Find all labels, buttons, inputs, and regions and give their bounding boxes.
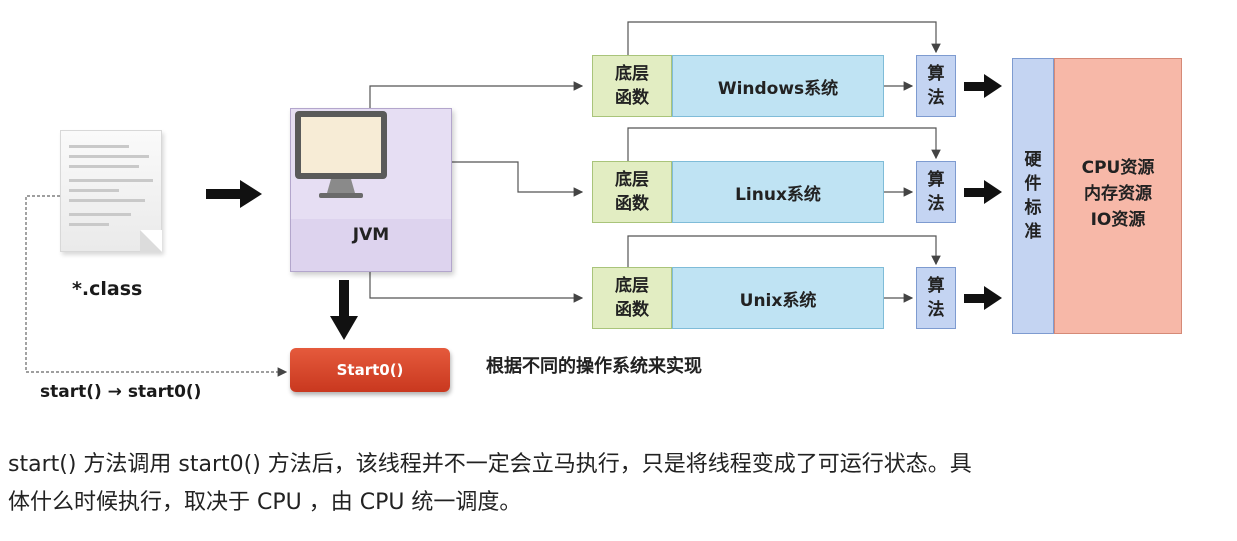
start-call-connector — [25, 195, 288, 377]
algorithm-label: 算 — [927, 170, 945, 190]
algorithm-label: 算 — [927, 276, 945, 296]
resource-item-memory: 内存资源 — [1084, 184, 1152, 204]
jvm-box: JVM — [290, 108, 452, 272]
os-box-windows: Windows系统 — [672, 55, 884, 117]
monitor-icon — [295, 111, 387, 198]
resources-box: CPU资源 内存资源 IO资源 — [1054, 58, 1182, 334]
class-file-label: *.class — [72, 278, 143, 300]
algo-to-hardware-arrow — [964, 180, 1002, 204]
resource-item-cpu: CPU资源 — [1081, 158, 1155, 178]
algorithm-label: 法 — [927, 88, 945, 108]
class-file-icon — [60, 130, 162, 252]
explanation-line-1: start() 方法调用 start0() 方法后，该线程并不一定会立马执行，只… — [8, 452, 972, 477]
hardware-standard-char: 标 — [1024, 198, 1042, 218]
algo-to-hardware-arrow — [964, 74, 1002, 98]
native-function-label: 底层 — [615, 276, 649, 296]
hardware-standard-char: 硬 — [1024, 150, 1042, 170]
os-box-unix: Unix系统 — [672, 267, 884, 329]
hardware-standard-char: 准 — [1024, 222, 1042, 242]
hardware-standard-box: 硬 件 标 准 — [1012, 58, 1054, 334]
native-function-label: 函数 — [615, 300, 649, 320]
hardware-standard-char: 件 — [1024, 174, 1042, 194]
jvm-to-linux-connector — [450, 161, 584, 197]
thread-start-diagram: *.class start() → start0() JVM Start0() … — [25, 21, 1182, 402]
algorithm-label: 算 — [927, 64, 945, 84]
algorithm-box-unix: 算 法 — [916, 267, 956, 329]
native-function-label: 函数 — [615, 88, 649, 108]
class-to-jvm-arrow — [206, 180, 262, 208]
start0-box: Start0() — [290, 348, 450, 392]
unix-loop-connector — [627, 235, 941, 267]
native-function-box-unix: 底层 函数 — [592, 267, 672, 329]
jvm-to-start0-arrow — [330, 280, 358, 340]
windows-loop-connector — [627, 21, 941, 55]
diagram-caption: 根据不同的操作系统来实现 — [486, 356, 702, 377]
algorithm-box-windows: 算 法 — [916, 55, 956, 117]
explanation-line-2: 体什么时候执行，取决于 CPU ，由 CPU 统一调度。 — [8, 490, 522, 515]
explanation-paragraph: start() 方法调用 start0() 方法后，该线程并不一定会立马执行，只… — [8, 446, 1228, 522]
native-function-label: 底层 — [615, 170, 649, 190]
start-call-label: start() → start0() — [40, 382, 202, 402]
native-function-label: 函数 — [615, 194, 649, 214]
resource-item-io: IO资源 — [1090, 210, 1146, 230]
connector-layer — [25, 21, 1002, 377]
jvm-to-unix-connector — [369, 270, 584, 303]
jvm-to-windows-connector — [369, 81, 584, 108]
native-function-label: 底层 — [615, 64, 649, 84]
algorithm-label: 法 — [927, 194, 945, 214]
linux-loop-connector — [627, 127, 941, 161]
algorithm-label: 法 — [927, 300, 945, 320]
algorithm-box-linux: 算 法 — [916, 161, 956, 223]
native-function-box-windows: 底层 函数 — [592, 55, 672, 117]
jvm-label: JVM — [352, 225, 390, 245]
native-function-box-linux: 底层 函数 — [592, 161, 672, 223]
algo-to-hardware-arrow — [964, 286, 1002, 310]
os-box-linux: Linux系统 — [672, 161, 884, 223]
